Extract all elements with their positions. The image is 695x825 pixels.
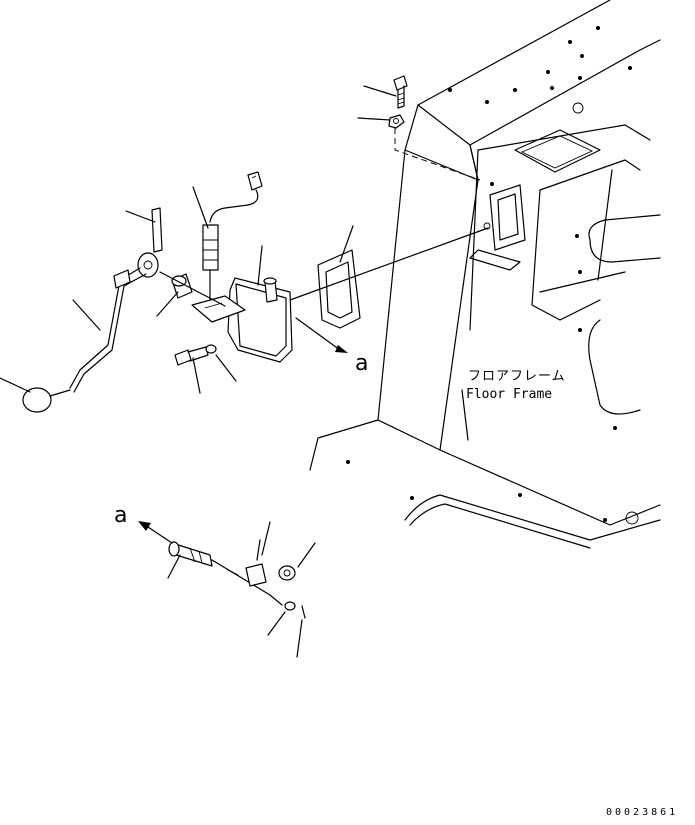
switch-washer: [205, 344, 217, 354]
sensor-harness: [202, 171, 263, 301]
view-arrow-top: a: [295, 317, 368, 376]
gasket-to-frame-leader: [289, 227, 489, 301]
bolt-centerline: [394, 128, 481, 181]
floor-frame-label-en: Floor Frame: [466, 387, 552, 402]
switch-gasket: [317, 249, 361, 329]
lower-linkage: [168, 539, 306, 619]
lever-assembly: [22, 207, 226, 413]
leader-lines: [0, 85, 626, 658]
view-arrow-bottom: a: [114, 503, 173, 544]
drawing-number: 00023861: [606, 807, 678, 818]
mounting-nut: [388, 114, 405, 129]
floor-frame: [309, 0, 661, 549]
mounting-bolt: [393, 75, 408, 109]
view-ref-label-bottom: a: [114, 503, 127, 528]
floor-frame-label-jp: フロアフレーム: [468, 369, 566, 384]
lock-switch-body: [191, 277, 293, 363]
view-ref-label-top: a: [355, 351, 368, 376]
switch-bolt: [174, 346, 209, 366]
